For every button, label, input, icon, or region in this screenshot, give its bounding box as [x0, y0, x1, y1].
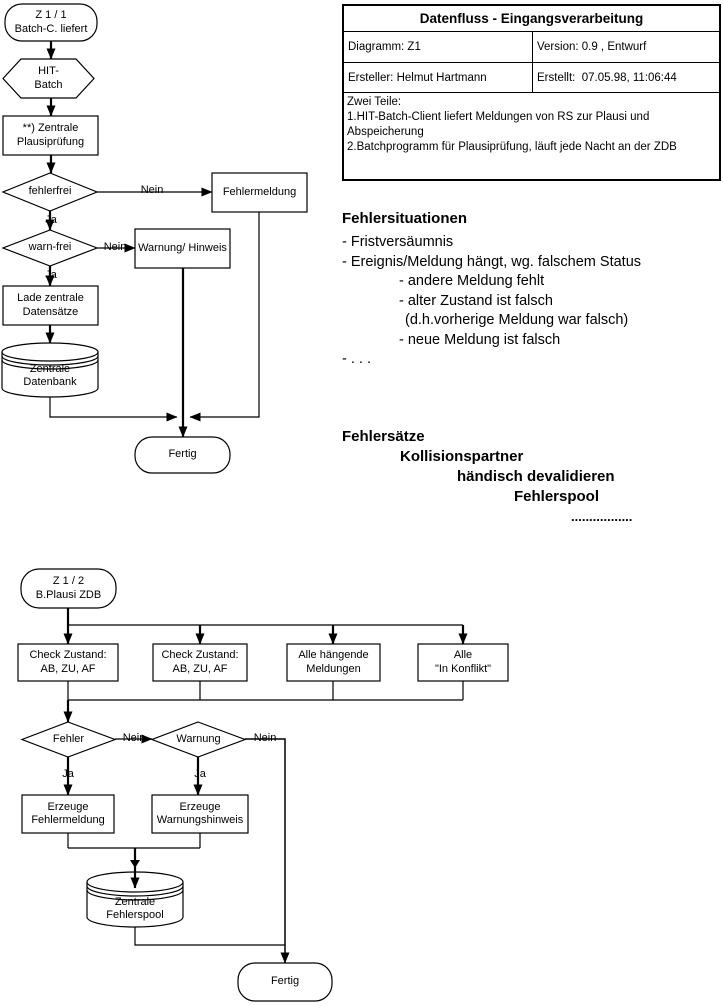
flow2-nein-label-1: Nein: [122, 732, 146, 744]
table-row-1: Diagramm: Z1 Version: 0.9 , Entwurf: [344, 32, 719, 63]
flow1-fertig-label: Fertig: [168, 448, 197, 461]
flow1-datenbank-label: Zentrale Datenbank: [23, 362, 77, 389]
flow1-hit-batch-hexagon: [2, 58, 95, 99]
flow2-fehlerspool-cylinder-ring1: [86, 885, 184, 897]
table-author-cell: Ersteller: Helmut Hartmann: [344, 63, 533, 92]
flow2-erzeuge-fehler-label: Erzeuge Fehlermeldung: [31, 800, 105, 827]
flow1-nein-label-2: Nein: [103, 241, 127, 253]
flow2-check1-label: Check Zustand: AB, ZU, AF: [29, 649, 107, 675]
flow1-start-label: Z 1 / 1 Batch-C. liefert: [14, 9, 88, 35]
flow2-haengende-label: Alle hängende Meldungen: [298, 649, 369, 675]
fehlersituationen-item: - . . .: [342, 351, 371, 367]
flow1-ja-label-2: Ja: [45, 269, 57, 281]
fehlersituationen-heading: Fehlersituationen: [342, 210, 468, 227]
table-title: Datenfluss - Eingangsverarbeitung: [344, 6, 719, 32]
flow2-check1-process: [17, 643, 119, 682]
flow2-fehlerspool-label: Zentrale Fehlerspool: [106, 895, 164, 922]
flow2-nein-label-2: Nein: [253, 732, 277, 744]
flow1-route-fehlermeldung-junction: [189, 212, 260, 422]
flow2-ja-label-2: Ja: [194, 768, 206, 780]
flow1-warnung-hinweis-label: Warnung/ Hinweis: [138, 241, 227, 254]
flow1-route-datenbank-junction: [49, 397, 178, 422]
flow1-lade-process: [2, 285, 99, 326]
fehlersituationen-item: (d.h.vorherige Meldung war falsch): [405, 312, 629, 328]
flow2-fehlerspool-cylinder-ring2: [86, 889, 184, 901]
table-description-cell: Zwei Teile: 1.HIT-Batch-Client liefert M…: [347, 96, 677, 153]
flow2-fertig-label: Fertig: [270, 975, 300, 988]
flow1-warnfrei-label: warn-frei: [28, 241, 72, 254]
flow2-fehlerspool-cylinder-body: [86, 882, 184, 928]
flow2-konflikt-label: Alle "In Konflikt": [434, 649, 492, 675]
flow2-erzeuge-warnung-label: Erzeuge Warnungshinweis: [156, 800, 244, 827]
fehlersituationen-item: - neue Meldung ist falsch: [399, 331, 561, 348]
flow2-ja-label-1: Ja: [62, 768, 74, 780]
flow2-erzeuge-fehler-process: [21, 794, 115, 834]
flow1-fehlermeldung-process: [211, 172, 308, 213]
flow2-check2-label: Check Zustand: AB, ZU, AF: [161, 649, 239, 675]
flow2-mid-arrowhead: [130, 860, 140, 868]
flow1-plausi-process: [2, 115, 99, 156]
fehlersituationen-item: - andere Meldung fehlt: [399, 273, 545, 289]
table-diagram-cell: Diagramm: Z1: [344, 32, 533, 62]
flow1-hit-batch-label: HIT- Batch: [34, 65, 63, 91]
flow1-fehlermeldung-label: Fehlermeldung: [222, 185, 297, 198]
table-version-cell: Version: 0.9 , Entwurf: [537, 41, 647, 53]
fehlersaetze-line: Fehlerspool: [514, 488, 600, 505]
fehlersaetze-dots: .................: [571, 509, 633, 524]
flow2-check2-process: [152, 643, 248, 682]
flow1-lade-label: Lade zentrale Datensätze: [17, 292, 84, 318]
flow1-nein-label-1: Nein: [140, 184, 164, 196]
flow2-fehler-label: Fehler: [52, 732, 85, 745]
flow2-warnung-label: Warnung: [176, 732, 221, 745]
flow2-haengende-process: [286, 643, 381, 682]
fehlersituationen-item: - Ereignis/Meldung hängt, wg. falschem S…: [342, 253, 642, 270]
table-row-2: Ersteller: Helmut Hartmann Erstellt: 07.…: [344, 63, 719, 93]
flow2-route-fehlerspool-fertig: [134, 927, 285, 946]
flow1-ja-label-1: Ja: [45, 214, 57, 226]
flow1-plausi-label: **) Zentrale Plausiprüfung: [16, 122, 85, 148]
fehlersituationen-item: - alter Zustand ist falsch: [399, 292, 553, 309]
flow1-datenbank-cylinder-ring2: [1, 359, 99, 370]
fehlersituationen-item: - Fristversäumnis: [342, 234, 454, 250]
flow1-fehlerfrei-label: fehlerfrei: [28, 185, 72, 198]
flow2-erzeuge-warnung-process: [151, 794, 249, 834]
fehlersituationen-section: Fehlersituationen - Fristversäumnis - Er…: [342, 210, 722, 370]
flow1-datenbank-cylinder-ring1: [1, 355, 99, 366]
info-table: Datenfluss - Eingangsverarbeitung Diagra…: [342, 4, 721, 181]
fehlersaetze-line: händisch devalidieren: [457, 468, 615, 485]
flow2-start-label: Z 1 / 2 B.Plausi ZDB: [35, 575, 102, 601]
fehlersaetze-section: Fehlersätze Kollisionspartner händisch d…: [342, 427, 722, 525]
fehlersaetze-heading: Fehlersätze: [342, 428, 425, 445]
flow2-route-nein-fertig: [245, 738, 290, 964]
fehlersaetze-line: Kollisionspartner: [400, 448, 524, 465]
table-created-cell: Erstellt: 07.05.98, 11:06:44: [537, 71, 677, 84]
